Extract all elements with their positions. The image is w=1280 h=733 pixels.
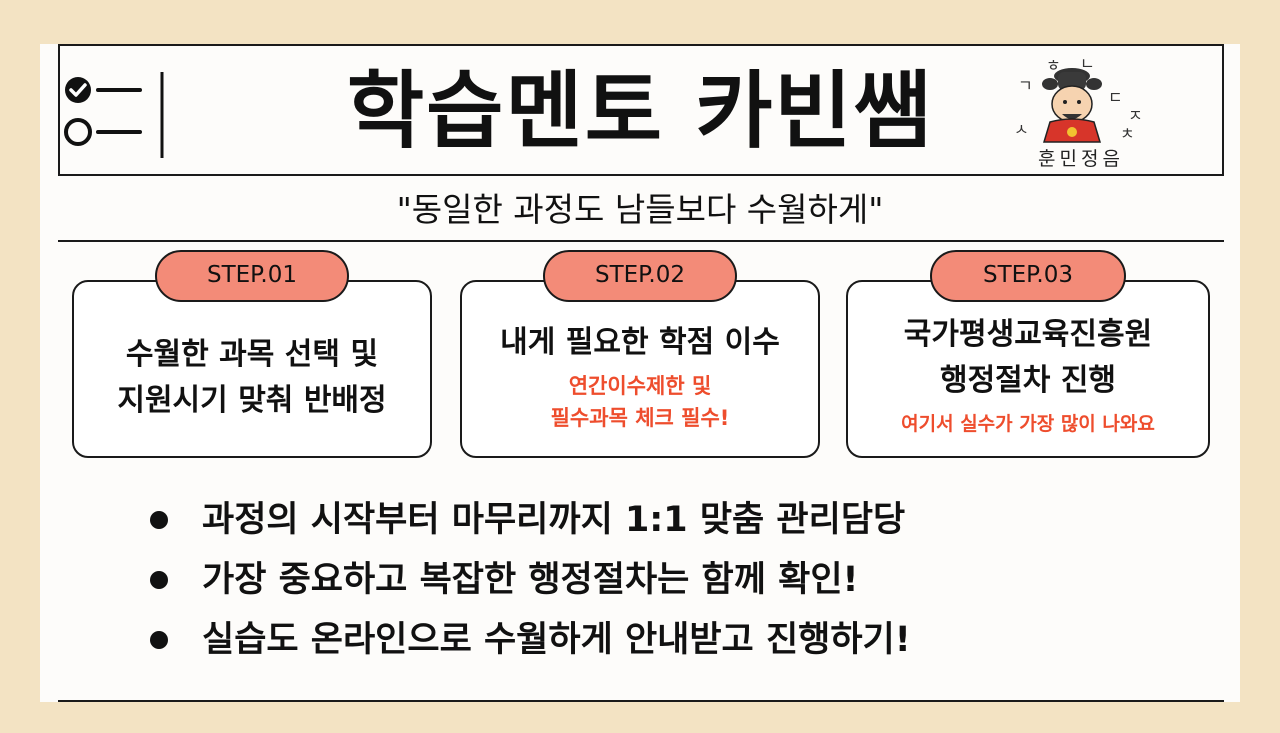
bullet-dot-icon [150, 571, 168, 589]
list-item: 과정의 시작부터 마무리까지 1:1 맞춤 관리담당 [140, 490, 1200, 550]
bullet-dot-icon [150, 511, 168, 529]
step-3-note: 여기서 실수가 가장 많이 나와요 [901, 413, 1155, 435]
page-title: 학습멘토 카빈쌤 [346, 62, 934, 160]
step-1-line: 지원시기 맞춰 반배정 [117, 383, 387, 418]
step-3-line: 행정절차 진행 [939, 363, 1117, 398]
step-3-label: STEP.03 [930, 250, 1126, 302]
subtitle-divider [58, 240, 1224, 242]
bottom-border-line [58, 700, 1224, 702]
mascot-letter: ㅊ [1120, 124, 1135, 143]
top-border-line [58, 44, 1224, 46]
step-card-3: 국가평생교육진흥원 행정절차 진행 여기서 실수가 가장 많이 나와요 [846, 280, 1210, 458]
header-divider [58, 174, 1224, 176]
mascot-letter: ㄱ [1018, 76, 1033, 95]
mascot-letter: ㄴ [1080, 54, 1095, 73]
step-2-note: 연간이수제한 및 [568, 374, 712, 398]
mascot-letter: ㅈ [1128, 106, 1143, 125]
list-item-text: 실습도 온라인으로 수월하게 안내받고 진행하기! [202, 620, 911, 660]
mascot-caption: 훈민정음 [1038, 148, 1124, 170]
left-border-line [58, 44, 60, 174]
list-item: 실습도 온라인으로 수월하게 안내받고 진행하기! [140, 610, 1200, 670]
list-item-text: 과정의 시작부터 마무리까지 1:1 맞춤 관리담당 [202, 500, 906, 540]
step-2-label: STEP.02 [543, 250, 737, 302]
checklist-icon [62, 72, 172, 162]
list-item-text: 가장 중요하고 복잡한 행정절차는 함께 확인! [202, 560, 859, 600]
mascot-letter: ㅅ [1014, 120, 1029, 139]
list-item: 가장 중요하고 복잡한 행정절차는 함께 확인! [140, 550, 1200, 610]
mascot-letter: ㄷ [1108, 88, 1123, 107]
step-2-line: 내게 필요한 학점 이수 [500, 325, 780, 360]
mascot-letter: ㅎ [1046, 56, 1061, 75]
step-card-2: 내게 필요한 학점 이수 연간이수제한 및 필수과목 체크 필수! [460, 280, 820, 458]
right-border-line [1222, 44, 1224, 174]
bullet-dot-icon [150, 631, 168, 649]
step-card-1: 수월한 과목 선택 및 지원시기 맞춰 반배정 [72, 280, 432, 458]
step-3-line: 국가평생교육진흥원 [903, 317, 1153, 352]
slogan: "동일한 과정도 남들보다 수월하게" [396, 190, 884, 229]
step-2-note: 필수과목 체크 필수! [550, 406, 730, 430]
step-1-label: STEP.01 [155, 250, 349, 302]
king-sejong-mascot-icon: ㅎ ㄴ ㄷ ㄱ ㅈ ㅅ ㅊ 훈민정음 [1010, 46, 1150, 171]
benefit-list: 과정의 시작부터 마무리까지 1:1 맞춤 관리담당 가장 중요하고 복잡한 행… [140, 490, 1200, 670]
step-1-line: 수월한 과목 선택 및 [125, 337, 379, 372]
